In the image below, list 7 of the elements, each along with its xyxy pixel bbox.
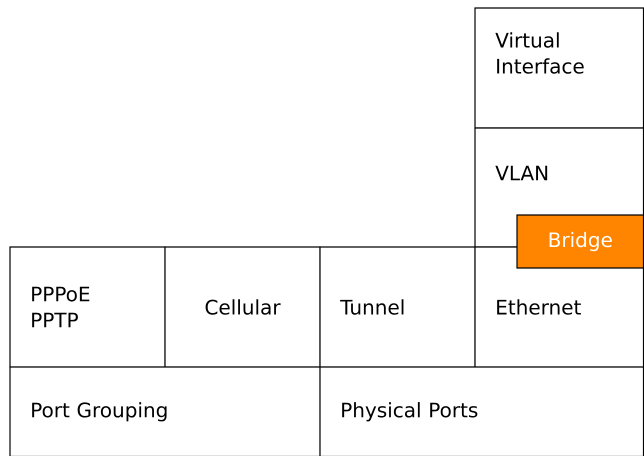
layer-box: PPPoE PPTP [9, 246, 166, 368]
layer-box: Port Grouping [9, 366, 321, 456]
layer-box: Tunnel [319, 246, 476, 368]
layer-box: Physical Ports [319, 366, 644, 456]
bridge-box: Bridge [516, 214, 644, 269]
layer-box: Cellular [164, 246, 321, 368]
layer-box: Virtual Interface [474, 7, 644, 129]
